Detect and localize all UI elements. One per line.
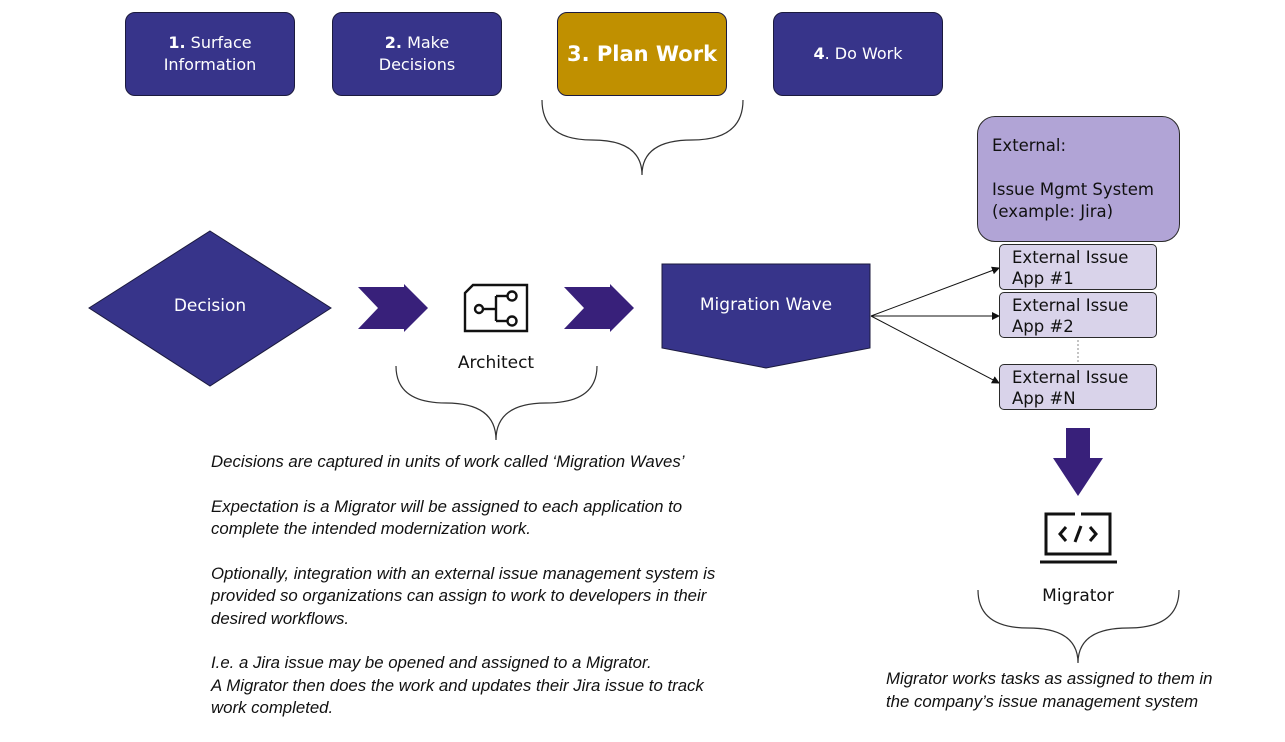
- migrator-caption: Migrator works tasks as assigned to them…: [886, 668, 1276, 713]
- note-paragraph-4: I.e. a Jira issue may be opened and assi…: [211, 653, 704, 717]
- step-text-2: Decisions: [378, 55, 456, 74]
- step-text: Surface: [190, 33, 252, 52]
- migration-wave-label: Migration Wave: [699, 295, 833, 315]
- app-number: App #N: [1012, 389, 1076, 408]
- decision-label: Decision: [173, 296, 247, 316]
- step-text-2: Information: [163, 55, 257, 74]
- external-system-name: Issue Mgmt System: [992, 180, 1154, 199]
- brace-architect: [395, 365, 598, 441]
- external-example: (example: Jira): [992, 202, 1114, 221]
- down-arrow: [1053, 428, 1103, 496]
- code-laptop-icon: [1040, 512, 1117, 564]
- connector-app-n: [870, 315, 1000, 384]
- blueprint-icon: [463, 283, 529, 333]
- migrator-caption-line-1: Migrator works tasks as assigned to them…: [886, 669, 1213, 688]
- external-title: External:: [992, 136, 1067, 155]
- external-issue-app-2: External Issue App #2: [999, 292, 1157, 338]
- app-number: App #2: [1012, 317, 1074, 336]
- app-number: App #1: [1012, 269, 1074, 288]
- app-title: External Issue: [1012, 296, 1129, 315]
- note-paragraph-2: Expectation is a Migrator will be assign…: [211, 496, 683, 539]
- app-title: External Issue: [1012, 368, 1129, 387]
- external-issue-system-box: External: Issue Mgmt System (example: Ji…: [977, 116, 1180, 242]
- migration-wave-shape: [661, 263, 871, 369]
- brace-migrator: [977, 589, 1180, 664]
- notes-block: Decisions are captured in units of work …: [211, 451, 811, 742]
- external-issue-app-1: External Issue App #1: [999, 244, 1157, 290]
- external-issue-app-n: External Issue App #N: [999, 364, 1157, 410]
- step-number: 2.: [384, 33, 402, 52]
- connector-app-1: [870, 266, 1000, 317]
- architect-label: Architect: [457, 353, 535, 373]
- chevron-arrow-2: [564, 284, 634, 332]
- step-text: . Do Work: [824, 44, 903, 63]
- decision-diamond: [88, 230, 332, 387]
- app-title: External Issue: [1012, 248, 1129, 267]
- step-do-work: 4. Do Work: [773, 12, 943, 96]
- step-label: 3. Plan Work: [566, 42, 718, 66]
- migrator-label: Migrator: [1042, 586, 1114, 606]
- note-paragraph-3: Optionally, integration with an external…: [211, 563, 716, 628]
- step-text: Make: [407, 33, 450, 52]
- chevron-arrow-1: [358, 284, 428, 332]
- migrator-caption-line-2: the company’s issue management system: [886, 691, 1199, 711]
- brace-plan-work: [541, 99, 744, 176]
- step-number: 4: [813, 44, 825, 63]
- note-paragraph-1: Decisions are captured in units of work …: [211, 452, 685, 471]
- step-plan-work: 3. Plan Work: [557, 12, 727, 96]
- step-number: 1.: [168, 33, 186, 52]
